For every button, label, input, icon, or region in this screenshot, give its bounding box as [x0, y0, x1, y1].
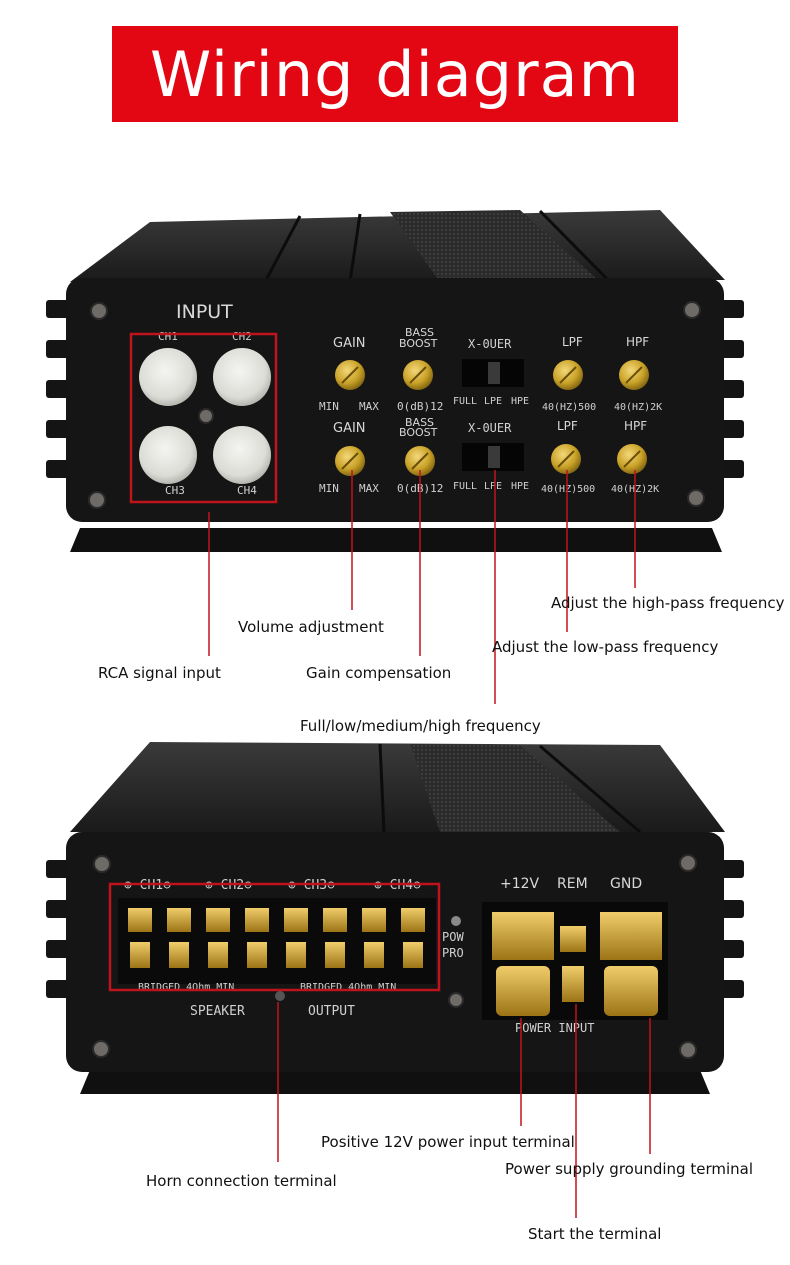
- boost-label-row2: BOOST: [399, 426, 438, 439]
- xover-hpf-row2: HPE: [511, 481, 529, 492]
- speaker-terminal-7[interactable]: [362, 908, 386, 932]
- speaker-terminal-5[interactable]: [284, 908, 308, 932]
- amp2-screws: [92, 854, 697, 1059]
- amp2-top-mesh: [410, 744, 620, 832]
- speaker-wire-holes: [130, 942, 423, 968]
- speaker-terminal-block: [118, 898, 436, 984]
- ch3-label: CH3: [165, 484, 185, 497]
- speaker-terminal-2[interactable]: [167, 908, 191, 932]
- gain-min-row2: MIN: [319, 482, 339, 495]
- power-led: [451, 916, 461, 926]
- callout-volume: Volume adjustment: [238, 618, 384, 636]
- xover-full-row1: FULL: [453, 396, 477, 407]
- lpf-label-row1: LPF: [562, 335, 583, 349]
- bass-range-row1: 0(dB)12: [397, 400, 443, 413]
- pro-label: PRO: [442, 946, 464, 960]
- boost-label-row1: BOOST: [399, 337, 438, 350]
- v12-label: +12V: [500, 876, 540, 892]
- xover-label-row1: X-0UER: [468, 337, 512, 351]
- xover-full-row2: FULL: [453, 481, 477, 492]
- amp2-top-cover: [70, 742, 725, 832]
- hpf-range-row1: 40(HZ)2K: [614, 402, 662, 413]
- speaker-label: SPEAKER: [190, 1004, 245, 1019]
- gnd-label: GND: [610, 876, 642, 892]
- speaker-terminal-3[interactable]: [206, 908, 230, 932]
- callout-hpf: Adjust the high-pass frequency: [551, 594, 785, 612]
- callout-start: Start the terminal: [528, 1225, 661, 1243]
- gain-max-row2: MAX: [359, 482, 379, 495]
- rem-terminal-socket[interactable]: [562, 966, 584, 1002]
- xover-lpf-row2: LPE: [484, 481, 502, 492]
- gain-max-row1: MAX: [359, 400, 379, 413]
- bridged-label-1: BRIDGED 4Ohm MIN: [138, 982, 234, 993]
- ch2-label: CH2: [232, 330, 252, 343]
- gnd-terminal-socket[interactable]: [604, 966, 658, 1016]
- speaker-center-screw: [275, 991, 285, 1001]
- amp1-callout-lines: [208, 470, 636, 704]
- callout-rca: RCA signal input: [98, 664, 221, 682]
- callout-gain-comp: Gain compensation: [306, 664, 451, 682]
- speaker-ch2-label: ⊕ CH2⊖: [205, 878, 252, 893]
- callout-v12: Positive 12V power input terminal: [321, 1133, 575, 1151]
- hpf-label-row2: HPF: [624, 419, 647, 433]
- power-input-label: POWER INPUT: [515, 1021, 594, 1035]
- amp2-mount-flange: [80, 1070, 710, 1094]
- gain-label-row2: GAIN: [333, 421, 366, 436]
- amp1-screws: [88, 301, 705, 509]
- rem-terminal-screw[interactable]: [560, 926, 586, 952]
- amp2-callout-lines: [277, 1002, 651, 1218]
- rca-jacks: [139, 348, 271, 484]
- speaker-highlight-box: [108, 882, 441, 992]
- speaker-ch4-label: ⊕ CH4⊖: [374, 878, 421, 893]
- xover-label-row2: X-0UER: [468, 421, 512, 435]
- bass-label-row1: BASS: [405, 326, 434, 339]
- xover-hpf-row1: HPE: [511, 396, 529, 407]
- amplifier-front-view: INPUT CH1 CH2 CH3 CH4 GAIN MIN MAX BASS …: [46, 209, 744, 552]
- callout-lpf: Adjust the low-pass frequency: [492, 638, 719, 656]
- rca-jack-ch1[interactable]: [139, 348, 197, 406]
- bridged-label-2: BRIDGED 4Ohm MIN: [300, 982, 396, 993]
- rca-jack-ch3[interactable]: [139, 426, 197, 484]
- speaker-terminal-8[interactable]: [401, 908, 425, 932]
- callout-full: Full/low/medium/high frequency: [300, 717, 541, 735]
- amp1-top-mesh: [390, 210, 598, 282]
- ch1-label: CH1: [158, 330, 178, 343]
- input-label: INPUT: [176, 301, 233, 323]
- output-label: OUTPUT: [308, 1004, 355, 1019]
- amplifier-back-view: ⊕ CH1⊖ ⊕ CH2⊖ ⊕ CH3⊖ ⊕ CH4⊖ BRIDGED 4Ohm…: [46, 742, 744, 1094]
- v12-terminal-socket[interactable]: [496, 966, 550, 1016]
- hpf-label-row1: HPF: [626, 335, 649, 349]
- gnd-terminal-screw[interactable]: [600, 912, 662, 960]
- lpf-range-row1: 40(HZ)500: [542, 402, 596, 413]
- ch4-label: CH4: [237, 484, 257, 497]
- gain-label-row1: GAIN: [333, 336, 366, 351]
- v12-terminal-screw[interactable]: [492, 912, 554, 960]
- title-banner: Wiring diagram: [112, 26, 678, 122]
- speaker-terminal-4[interactable]: [245, 908, 269, 932]
- rca-jack-ch2[interactable]: [213, 348, 271, 406]
- lpf-range-row2: 40(HZ)500: [541, 484, 595, 495]
- page-title: Wiring diagram: [149, 37, 641, 111]
- callout-horn: Horn connection terminal: [146, 1172, 337, 1190]
- bass-label-row2: BASS: [405, 416, 434, 429]
- speaker-terminal-1[interactable]: [128, 908, 152, 932]
- rem-label: REM: [557, 876, 588, 892]
- xover-lpf-row1: LPE: [484, 396, 502, 407]
- pow-label: POW: [442, 930, 464, 944]
- gain-min-row1: MIN: [319, 400, 339, 413]
- speaker-terminal-6[interactable]: [323, 908, 347, 932]
- speaker-ch3-label: ⊕ CH3⊖: [288, 878, 335, 893]
- lpf-label-row2: LPF: [557, 419, 578, 433]
- speaker-ch1-label: ⊕ CH1⊖: [124, 878, 171, 893]
- speaker-screws-top: [128, 908, 425, 932]
- rca-highlight-box: [129, 332, 278, 504]
- rca-jack-ch4[interactable]: [213, 426, 271, 484]
- amp1-mount-flange: [70, 528, 722, 552]
- callout-ground: Power supply grounding terminal: [505, 1160, 753, 1178]
